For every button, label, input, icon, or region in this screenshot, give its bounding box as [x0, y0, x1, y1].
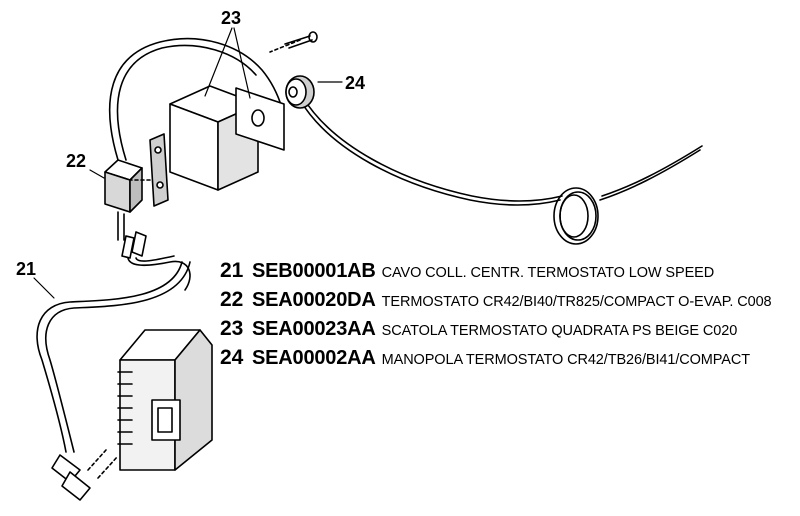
legend-row: 23 SEA00023AA SCATOLA TERMOSTATO QUADRAT…	[220, 317, 796, 346]
legend-item-description: MANOPOLA TERMOSTATO CR42/TB26/BI41/COMPA…	[381, 352, 750, 368]
screw	[284, 31, 318, 49]
legend-item-code: SEA00002AA	[252, 347, 376, 369]
legend-item-description: SCATOLA TERMOSTATO QUADRATA PS BEIGE C02…	[381, 323, 738, 339]
legend-item-code: SEA00023AA	[252, 318, 376, 340]
callout-23: 23	[221, 8, 242, 28]
callout-24: 24	[345, 73, 366, 93]
legend-item-code: SEA00020DA	[252, 289, 376, 311]
callout-21: 21	[16, 259, 37, 279]
capillary-tube	[299, 95, 703, 206]
legend-item-number: 24	[220, 346, 244, 369]
connector-cable-21	[36, 231, 191, 501]
parts-legend: 21 SEB00001AB CAVO COLL. CENTR. TERMOSTA…	[220, 259, 796, 375]
thermostat-22	[104, 159, 143, 241]
legend-item-number: 21	[220, 259, 244, 282]
legend-item-description: TERMOSTATO CR42/BI40/TR825/COMPACT O-EVA…	[381, 294, 772, 310]
legend-item-code: SEB00001AB	[252, 260, 376, 282]
legend-item-description: CAVO COLL. CENTR. TERMOSTATO LOW SPEED	[381, 265, 715, 281]
control-board	[117, 329, 213, 471]
callout-22: 22	[66, 151, 87, 171]
knob-24	[285, 75, 315, 109]
upper-cable	[108, 37, 283, 161]
legend-item-number: 23	[220, 317, 244, 340]
leader-lines	[33, 27, 343, 299]
legend-item-number: 22	[220, 288, 244, 311]
capillary-coil	[553, 187, 599, 245]
legend-row: 24 SEA00002AA MANOPOLA TERMOSTATO CR42/T…	[220, 346, 796, 375]
legend-row: 21 SEB00001AB CAVO COLL. CENTR. TERMOSTA…	[220, 259, 796, 288]
thermostat-box-23	[169, 85, 285, 191]
legend-row: 22 SEA00020DA TERMOSTATO CR42/BI40/TR825…	[220, 288, 796, 317]
